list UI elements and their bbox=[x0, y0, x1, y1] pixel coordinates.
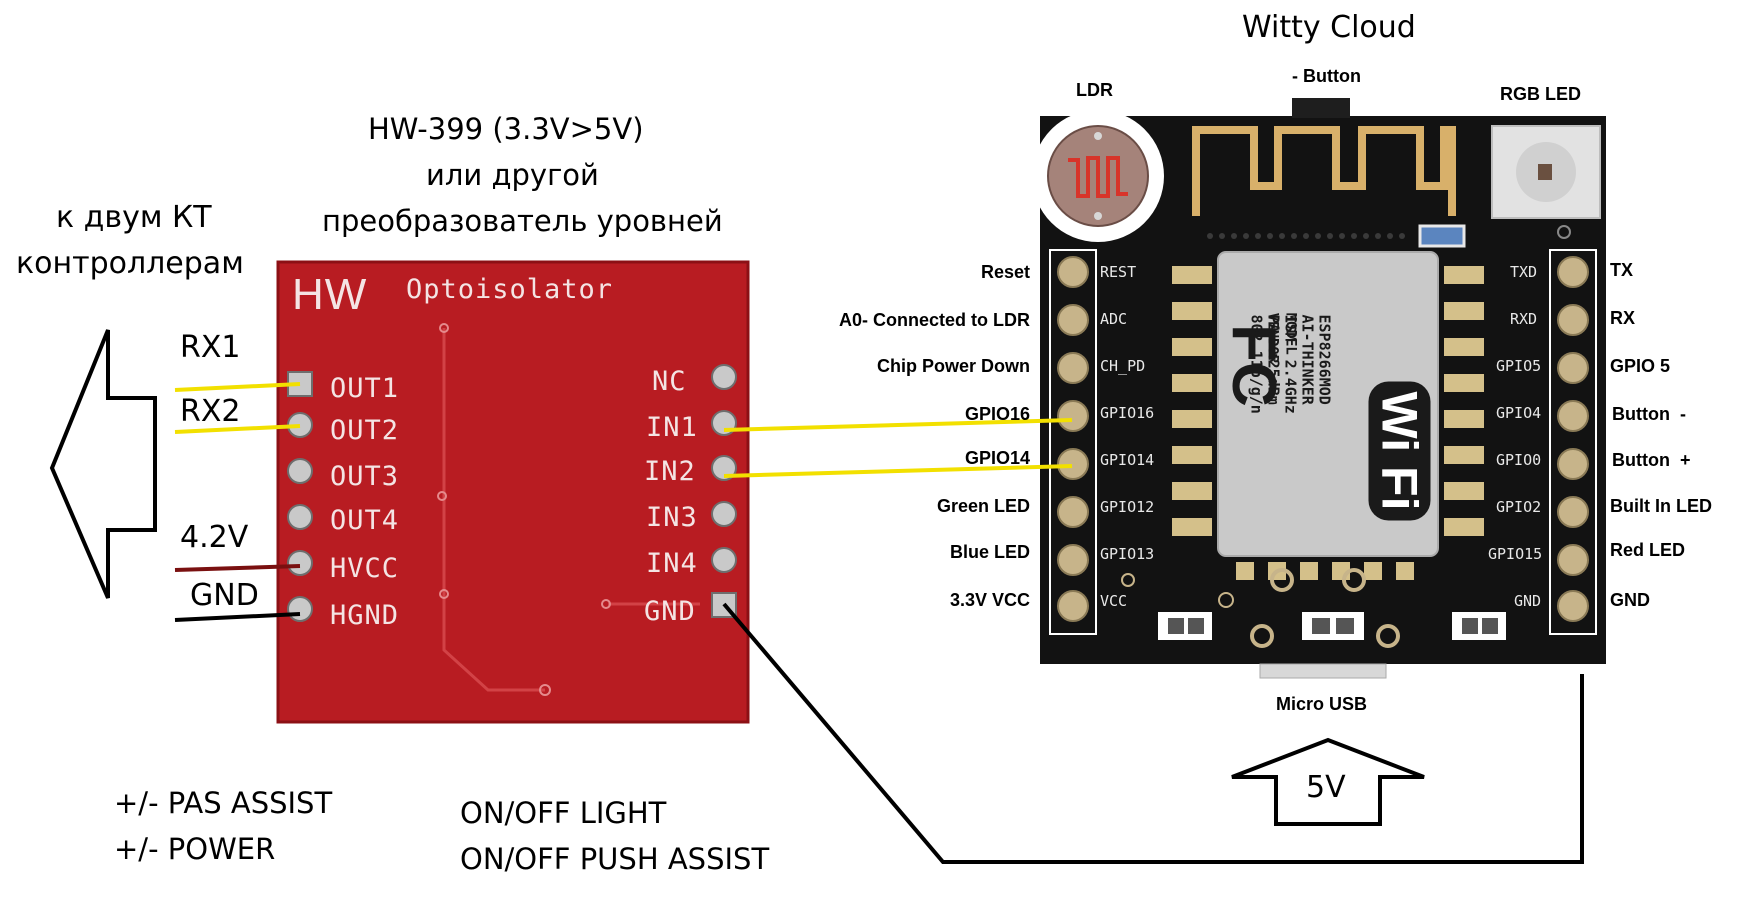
hvcc-pad bbox=[287, 550, 313, 576]
pin-desc-built-in-led: Built In LED bbox=[1610, 496, 1712, 516]
in2-silk: IN2 bbox=[644, 456, 696, 487]
pin-desc-reset: Reset bbox=[980, 262, 1030, 282]
hw399-title-line-3: преобразователь уровней bbox=[322, 204, 723, 238]
hgnd-silk: HGND bbox=[330, 600, 400, 631]
target-line-1: к двум КТ bbox=[56, 200, 212, 235]
pin-desc-gpio16: GPIO16 bbox=[964, 404, 1030, 424]
pin-desc-gnd: GND bbox=[1610, 590, 1650, 610]
rx1-wire bbox=[174, 382, 301, 392]
pin-desc-button-plus: Button + bbox=[1612, 450, 1691, 470]
gnd-to-gnd-wire bbox=[722, 602, 1584, 864]
wires bbox=[174, 382, 1584, 864]
gnd-wire bbox=[174, 612, 301, 622]
gnd-label: GND bbox=[190, 578, 259, 613]
pin-desc-button-minus: Button - bbox=[1612, 404, 1686, 424]
pin-desc-rx: RX bbox=[1610, 308, 1636, 328]
pin-desc-gpio12: Green LED bbox=[936, 496, 1030, 516]
top-button-icon bbox=[1292, 98, 1350, 118]
rx2-label: RX2 bbox=[180, 394, 241, 429]
in4-silk: IN4 bbox=[646, 548, 698, 579]
vcc-wire bbox=[174, 564, 301, 572]
module-pads-right bbox=[1444, 266, 1484, 536]
antenna-trace bbox=[1192, 126, 1456, 216]
button-label: - Button bbox=[1292, 66, 1361, 86]
silk-gpio2: GPIO2 bbox=[1496, 498, 1542, 516]
power-arrow-label: 5V bbox=[1306, 770, 1346, 805]
silk-adc: ADC bbox=[1100, 310, 1128, 328]
gnd-silk: GND bbox=[644, 596, 696, 627]
hw399-board bbox=[276, 260, 750, 724]
witty-cloud-title: Witty Cloud bbox=[1242, 10, 1416, 45]
in3-pad bbox=[711, 501, 737, 527]
rx2-wire bbox=[174, 424, 301, 434]
target-line-2: контроллерам bbox=[16, 246, 244, 281]
out4-pad bbox=[287, 504, 313, 530]
silk-gpio5: GPIO5 bbox=[1496, 357, 1542, 375]
pin-desc-vcc: 3.3V VCC bbox=[949, 590, 1030, 610]
hw-logo: HW bbox=[292, 270, 368, 319]
silk-vcc: VCC bbox=[1100, 592, 1128, 610]
silk-txd: TXD bbox=[1510, 263, 1538, 281]
hgnd-pad bbox=[287, 596, 313, 622]
note-out2-line-2: ON/OFF PUSH ASSIST bbox=[460, 842, 770, 876]
in3-silk: IN3 bbox=[646, 502, 698, 533]
board-name: Optoisolator bbox=[406, 274, 614, 305]
out3-silk: OUT3 bbox=[330, 461, 400, 492]
output-arrow bbox=[49, 329, 157, 599]
in1-gpio16-wire bbox=[723, 418, 1073, 432]
module-spec-text: ESP8266MOD AI-THINKER ISM 2.4GHz PA +25d… bbox=[1247, 314, 1334, 414]
hw399-title-line-2: или другой bbox=[426, 158, 599, 192]
silk-gpio16: GPIO16 bbox=[1100, 404, 1155, 422]
out2-silk: OUT2 bbox=[330, 415, 400, 446]
silk-rest: REST bbox=[1100, 263, 1137, 281]
in4-pad bbox=[711, 547, 737, 573]
out1-silk: OUT1 bbox=[330, 373, 400, 404]
in2-gpio14-wire bbox=[723, 464, 1073, 478]
note-out1-line-2: +/- POWER bbox=[114, 832, 276, 866]
module-pads-left bbox=[1172, 266, 1212, 536]
pin-desc-gpio14: GPIO14 bbox=[964, 448, 1030, 468]
right-header bbox=[1549, 249, 1597, 635]
silk-gpio0: GPIO0 bbox=[1496, 451, 1542, 469]
pin-desc-adc: A0- Connected to LDR bbox=[839, 310, 1030, 330]
left-header bbox=[1049, 249, 1097, 635]
right-header-pins bbox=[1557, 256, 1589, 622]
note-out1-line-1: +/- PAS ASSIST bbox=[114, 786, 333, 820]
micro-usb-label: Micro USB bbox=[1276, 694, 1368, 714]
left-header-pins bbox=[1057, 256, 1089, 622]
out4-silk: OUT4 bbox=[330, 505, 400, 536]
rgb-led-label: RGB LED bbox=[1500, 84, 1581, 104]
note-out2-line-1: ON/OFF LIGHT bbox=[460, 796, 667, 830]
silk-ch-pd: CH_PD bbox=[1100, 357, 1146, 375]
out3-pad bbox=[287, 458, 313, 484]
hw399-title-line-1: HW-399 (3.3V>5V) bbox=[368, 112, 644, 146]
silk-gpio4: GPIO4 bbox=[1496, 404, 1542, 422]
pin-desc-tx: TX bbox=[1610, 260, 1634, 280]
silk-gpio12: GPIO12 bbox=[1100, 498, 1155, 516]
power-input-arrow bbox=[1231, 737, 1425, 826]
nc-pad bbox=[711, 364, 737, 390]
rx1-label: RX1 bbox=[180, 330, 241, 365]
ldr-label: LDR bbox=[1076, 80, 1113, 100]
in1-silk: IN1 bbox=[646, 412, 698, 443]
silk-rxd: RXD bbox=[1510, 310, 1538, 328]
wifi-logo: Wi Fi bbox=[1368, 381, 1431, 521]
via-dots bbox=[1207, 233, 1405, 239]
middle-button-icon bbox=[1302, 612, 1364, 640]
pin-desc-gpio5: GPIO 5 bbox=[1610, 356, 1671, 376]
hvcc-silk: HVCC bbox=[330, 553, 400, 584]
silk-gpio13: GPIO13 bbox=[1100, 545, 1155, 563]
silk-gpio14: GPIO14 bbox=[1100, 451, 1155, 469]
silk-gnd: GND bbox=[1514, 592, 1542, 610]
pin-desc-ch-pd: Chip Power Down bbox=[877, 356, 1030, 376]
micro-usb-connector bbox=[1259, 663, 1387, 679]
pin-desc-gpio13: Blue LED bbox=[949, 542, 1030, 562]
pin-desc-red-led: Red LED bbox=[1610, 540, 1686, 560]
nc-silk: NC bbox=[652, 366, 687, 397]
silk-gpio15: GPIO15 bbox=[1488, 545, 1543, 563]
vcc-label: 4.2V bbox=[180, 520, 249, 555]
